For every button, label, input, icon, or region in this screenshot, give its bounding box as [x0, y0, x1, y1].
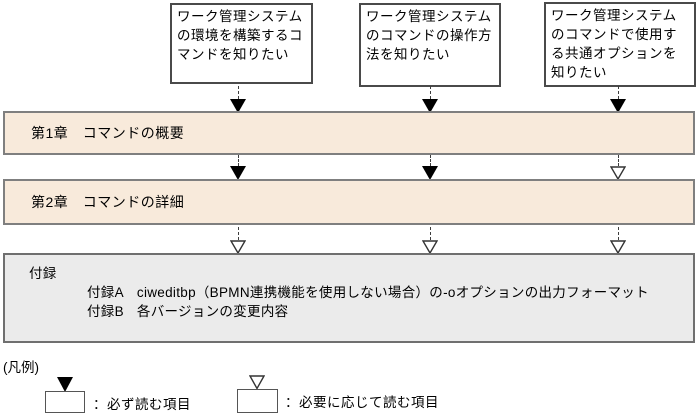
optional-arrow-icon — [610, 166, 626, 180]
chapter-1-bar: 第1章 コマンドの概要 — [3, 111, 695, 155]
dashed-connector — [237, 227, 239, 240]
dashed-connector — [237, 86, 239, 99]
connector-row1-col1 — [230, 86, 246, 113]
appendix-item-a: 付録A ciweditbp（BPMN連携機能を使用しない場合）の-oオプションの… — [87, 284, 649, 302]
dashed-connector — [429, 227, 431, 240]
connector-row2-col1 — [230, 155, 246, 180]
appendix-item-b-text: 各バージョンの変更内容 — [136, 304, 289, 319]
optional-arrow-icon — [610, 240, 626, 254]
legend-title: (凡例) — [3, 360, 39, 375]
connector-row2-col3 — [610, 155, 626, 180]
connector-row3-col1 — [230, 227, 246, 254]
legend-required-arrow-icon — [57, 377, 73, 392]
required-arrow-icon — [422, 99, 438, 113]
dashed-connector — [237, 155, 239, 166]
chapter-1-title: 第1章 コマンドの概要 — [31, 125, 185, 141]
connector-row3-col2 — [422, 227, 438, 254]
connector-row1-col3 — [610, 86, 626, 113]
required-arrow-icon — [422, 166, 438, 180]
legend-sample-box — [45, 391, 85, 413]
appendix-title: 付録 — [29, 266, 57, 281]
appendix-box: 付録 付録A ciweditbp（BPMN連携機能を使用しない場合）の-oオプシ… — [3, 253, 695, 343]
required-arrow-icon — [230, 166, 246, 180]
appendix-item-b: 付録B 各バージョンの変更内容 — [87, 303, 288, 321]
legend-optional-arrow-icon — [249, 375, 265, 390]
dashed-connector — [617, 155, 619, 166]
chapter-2-title: 第2章 コマンドの詳細 — [31, 194, 185, 210]
question-box-command-usage: ワーク管理システム のコマンドの操作方 法を知りたい — [359, 3, 501, 87]
connector-row1-col2 — [422, 86, 438, 113]
dashed-connector — [429, 86, 431, 99]
legend-sample-box — [237, 389, 278, 413]
appendix-item-a-text: ciweditbp（BPMN連携機能を使用しない場合）の-oオプションの出力フォ… — [136, 285, 649, 300]
question-box-setup-commands: ワーク管理システム の環境を構築するコ マンドを知りたい — [170, 3, 313, 84]
legend-optional-label: ：必要に応じて読む項目 — [285, 395, 439, 410]
chapter-2-bar: 第2章 コマンドの詳細 — [3, 179, 695, 225]
legend-required-label: ：必ず読む項目 — [93, 397, 191, 412]
appendix-item-a-label: 付録A — [87, 285, 124, 300]
required-arrow-icon — [610, 99, 626, 113]
dashed-connector — [429, 155, 431, 166]
appendix-item-b-label: 付録B — [87, 304, 124, 319]
dashed-connector — [617, 86, 619, 99]
question-box-common-options: ワーク管理システム のコマンドで使用す る共通オプションを 知りたい — [544, 2, 696, 87]
optional-arrow-icon — [230, 240, 246, 254]
optional-arrow-icon — [422, 240, 438, 254]
connector-row2-col2 — [422, 155, 438, 180]
connector-row3-col3 — [610, 227, 626, 254]
dashed-connector — [617, 227, 619, 240]
required-arrow-icon — [230, 99, 246, 113]
